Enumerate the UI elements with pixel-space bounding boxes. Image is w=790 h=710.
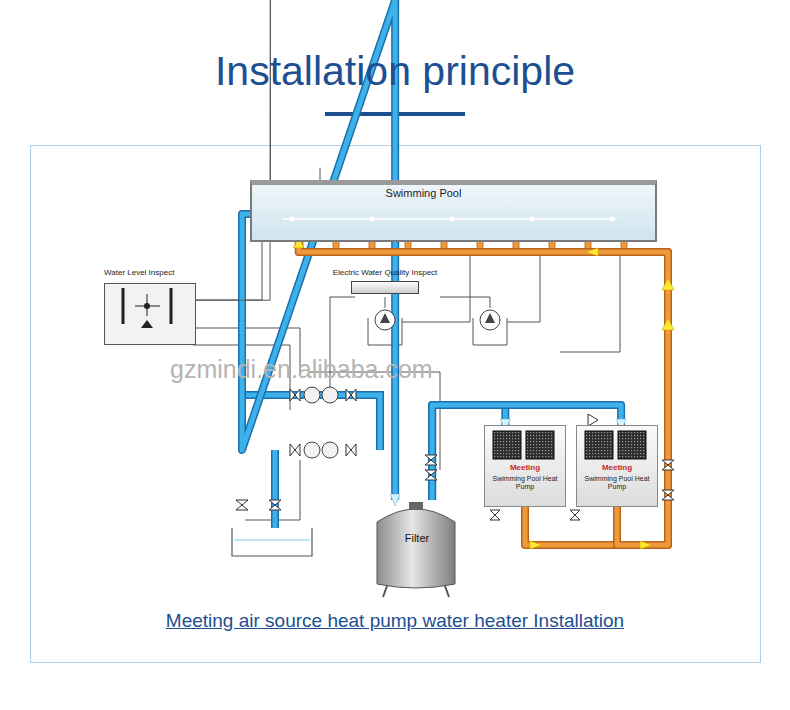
brand-logo: Meeting [485, 463, 565, 473]
page-title: Installation principle [0, 48, 790, 95]
inspector-housing [104, 283, 196, 345]
pipe-core [196, 0, 270, 300]
brand-logo: Meeting [577, 463, 657, 473]
inspector-label: Water Level Inspect [104, 268, 196, 277]
inspector-label: Electric Water Quality Inspect [322, 268, 448, 277]
heat-pump-unit: MeetingSwimming Pool Heat Pump [484, 425, 566, 507]
water-quality-inspector: Electric Water Quality Inspect [322, 268, 448, 304]
sand-filter: Filter [375, 500, 459, 602]
swimming-pool: Swimming Pool [250, 180, 657, 242]
pipe-outline [299, 242, 668, 545]
signal-wire [196, 0, 270, 300]
pipe-core [299, 242, 668, 545]
circulation-pump [304, 387, 338, 458]
dosing-pump [375, 310, 500, 330]
tank-water-line [234, 540, 310, 541]
caption: Meeting air source heat pump water heate… [0, 610, 790, 632]
valve [236, 389, 674, 520]
balance-tank [232, 528, 312, 556]
quality-sensor [351, 281, 419, 294]
heat-pump-unit: MeetingSwimming Pool Heat Pump [576, 425, 658, 507]
fan-grille [485, 426, 562, 462]
pipe-outline [299, 242, 668, 545]
water-pipe [299, 242, 668, 545]
pipe-outline [271, 450, 279, 528]
fan-grille [577, 426, 654, 462]
pool-label: Swimming Pool [192, 185, 655, 199]
pipe-core [299, 242, 668, 545]
unit-name: Swimming Pool Heat Pump [485, 473, 565, 491]
water-level-inspector: Water Level Inspect [104, 268, 196, 360]
unit-name: Swimming Pool Heat Pump [577, 473, 657, 491]
level-probe [105, 284, 191, 344]
dosing-pump-mark [380, 313, 495, 323]
filter-tank [375, 500, 457, 598]
watermark: gzmindi.en.alibaba.com [170, 355, 433, 384]
filter-label: Filter [375, 500, 459, 544]
blue-pipe [273, 450, 278, 528]
water-pipe [299, 242, 668, 545]
